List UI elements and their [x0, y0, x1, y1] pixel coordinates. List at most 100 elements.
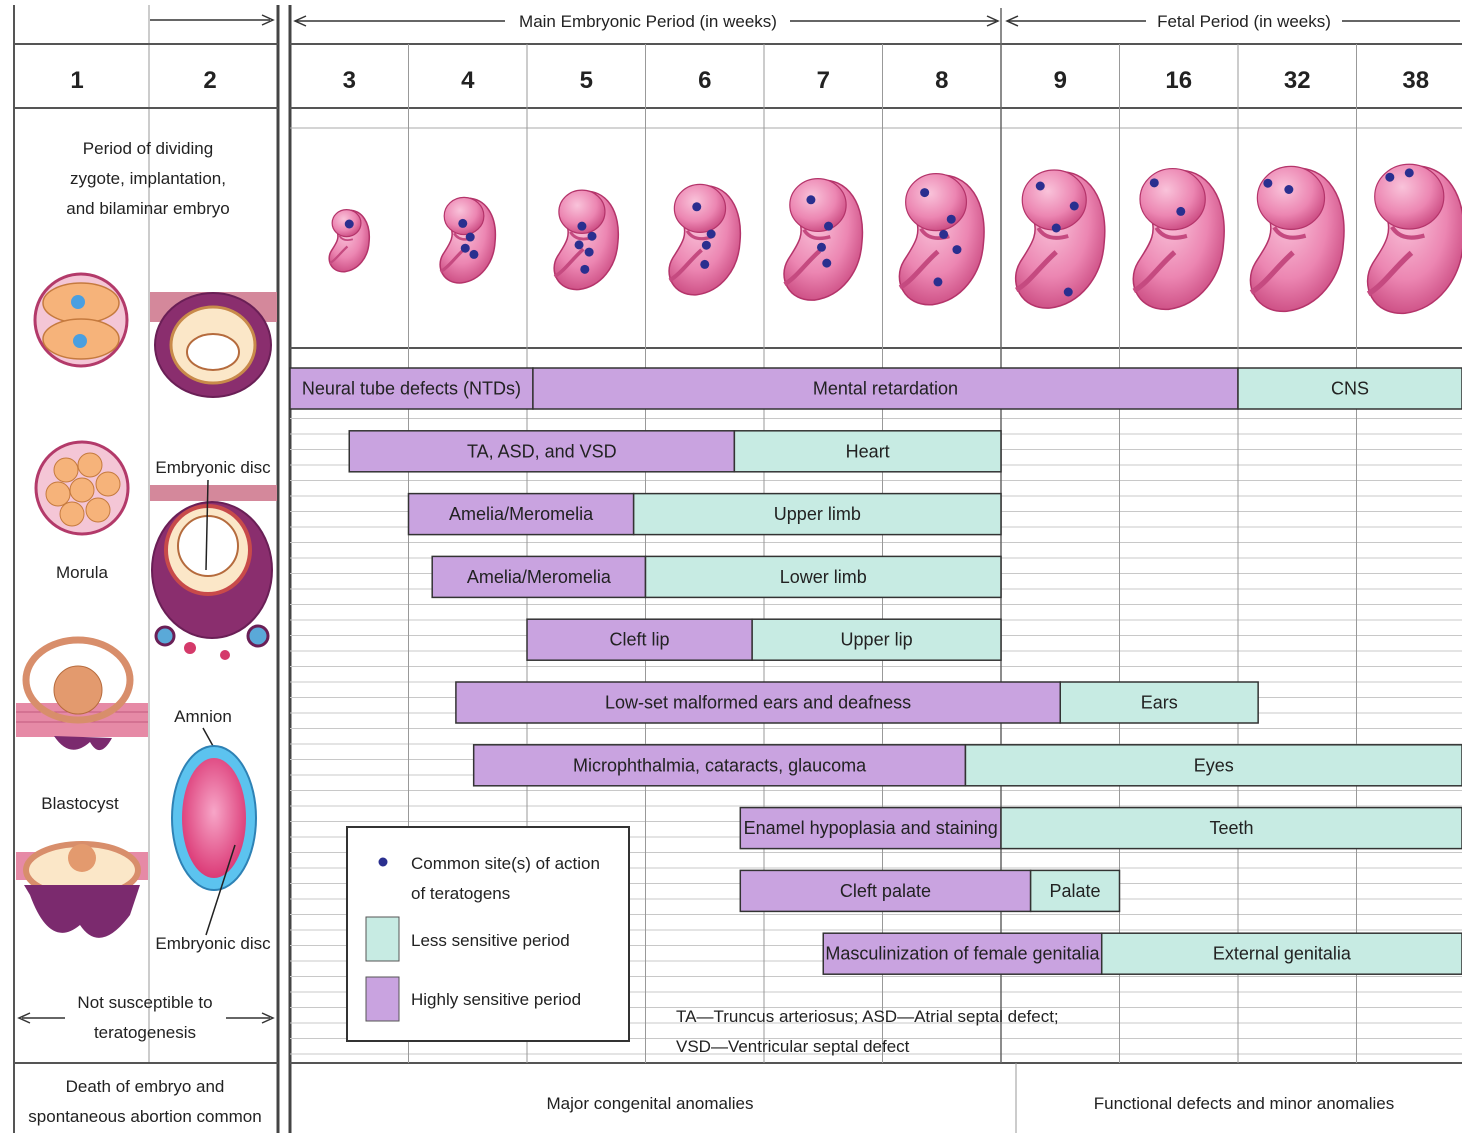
teratogen-site-dot — [1064, 288, 1073, 297]
embryo-week-3 — [329, 210, 369, 272]
embryo-week-16 — [1133, 169, 1224, 310]
teratogen-site-dot — [345, 220, 354, 229]
left-title-line-2: zygote, implantation, — [70, 169, 226, 188]
legend-site-line-2: of teratogens — [411, 884, 510, 903]
not-susceptible-line-2: teratogenesis — [94, 1023, 196, 1042]
legend-site-line-1: Common site(s) of action — [411, 854, 600, 873]
bar-label: Masculinization of female genitalia — [825, 944, 1100, 964]
bar-label: Teeth — [1209, 818, 1253, 838]
bar-label: CNS — [1331, 379, 1369, 399]
week-label-1: 1 — [70, 67, 83, 94]
implanting-blastocyst-illustration — [16, 640, 148, 750]
bar-label: Low-set malformed ears and deafness — [605, 693, 911, 713]
teratogen-site-dot — [1176, 207, 1185, 216]
left-title-line-1: Period of dividing — [83, 139, 213, 158]
left-panel: 1 2 Period of dividing zygote, implantat… — [14, 5, 278, 1133]
week-label-38: 38 — [1402, 67, 1429, 94]
amnion-label: Amnion — [174, 707, 232, 726]
embryo-week-32 — [1250, 166, 1344, 311]
teratogen-site-dot — [575, 240, 584, 249]
teratogen-site-dot — [822, 259, 831, 268]
week-label-32: 32 — [1284, 67, 1311, 94]
amnion-illustration — [172, 728, 256, 935]
teratogen-site-dot — [466, 233, 475, 242]
footer-functional-defects: Functional defects and minor anomalies — [1094, 1094, 1395, 1113]
week-label-6: 6 — [698, 67, 711, 94]
fetal-period-header: Fetal Period (in weeks) — [1007, 12, 1460, 31]
teratogen-site-dot — [585, 248, 594, 257]
teratogen-site-dot — [1284, 185, 1293, 194]
main-period-header: Main Embryonic Period (in weeks) — [295, 12, 998, 31]
embryonic-disc-label-bottom: Embryonic disc — [155, 934, 271, 953]
legend: Common site(s) of action of teratogens L… — [347, 827, 629, 1041]
embryo-week-4 — [440, 197, 495, 283]
week-label-2: 2 — [203, 67, 216, 94]
legend-high-swatch — [366, 977, 399, 1021]
teratogen-site-dot — [1150, 178, 1159, 187]
week-label-3: 3 — [343, 67, 356, 94]
bar-label: Ears — [1141, 693, 1178, 713]
teratogen-site-dot — [817, 243, 826, 252]
embryo-week-6 — [669, 184, 740, 294]
teratogen-site-dot — [1263, 179, 1272, 188]
week-label-8: 8 — [935, 67, 948, 94]
death-note-line-1: Death of embryo and — [66, 1077, 225, 1096]
embryo-week-5 — [554, 190, 618, 289]
teratogen-site-dot — [577, 222, 586, 231]
teratogen-site-dot — [1405, 168, 1414, 177]
teratogen-site-dot — [1070, 202, 1079, 211]
teratogen-site-dot — [939, 230, 948, 239]
legend-less-label: Less sensitive period — [411, 931, 570, 950]
legend-high-label: Highly sensitive period — [411, 990, 581, 1009]
bar-label: Microphthalmia, cataracts, glaucoma — [573, 755, 867, 775]
embryo-week-7 — [784, 179, 862, 301]
bar-label: Enamel hypoplasia and staining — [744, 818, 998, 838]
blastocyst-label: Blastocyst — [41, 794, 119, 813]
morula-label: Morula — [56, 563, 109, 582]
bar-label: Eyes — [1194, 755, 1234, 775]
bar-label: Heart — [846, 441, 890, 461]
death-note-line-2: spontaneous abortion common — [28, 1107, 261, 1126]
embryo-illustrations — [329, 164, 1462, 313]
teratogen-site-dot — [588, 232, 597, 241]
bar-label: Cleft palate — [840, 881, 931, 901]
week-label-4: 4 — [461, 67, 475, 94]
teratogen-site-dot — [700, 260, 709, 269]
week-label-9: 9 — [1054, 67, 1067, 94]
teratogen-site-dot — [580, 265, 589, 274]
bar-label: Lower limb — [780, 567, 867, 587]
footer-major-anomalies: Major congenital anomalies — [547, 1094, 754, 1113]
left-title-line-3: and bilaminar embryo — [66, 199, 229, 218]
bilaminar-embryo-illustration-1 — [150, 292, 277, 397]
teratogen-site-dot — [1385, 173, 1394, 182]
week-label-16: 16 — [1165, 67, 1192, 94]
teratogen-site-dot — [824, 222, 833, 231]
embryo-week-38 — [1368, 164, 1462, 313]
embryo-week-8 — [899, 174, 984, 305]
abbreviations-line-2: VSD—Ventricular septal defect — [676, 1037, 910, 1056]
fetal-period-label: Fetal Period (in weeks) — [1157, 12, 1331, 31]
bar-label: Palate — [1050, 881, 1101, 901]
bar-label: Amelia/Meromelia — [449, 504, 594, 524]
morula-illustration — [36, 442, 128, 534]
week-label-5: 5 — [580, 67, 593, 94]
teratogen-site-dot — [806, 195, 815, 204]
teratogen-site-dot — [933, 277, 942, 286]
blastocyst-illustration — [16, 844, 148, 938]
zygote-illustration — [35, 274, 127, 366]
teratogen-site-dot — [692, 202, 701, 211]
bar-label: TA, ASD, and VSD — [467, 441, 617, 461]
teratogen-site-dot — [458, 219, 467, 228]
teratogen-site-dot — [920, 188, 929, 197]
bar-label: Amelia/Meromelia — [467, 567, 612, 587]
teratogen-site-dot — [702, 241, 711, 250]
teratogen-site-dot — [469, 250, 478, 259]
timeline-panel: Main Embryonic Period (in weeks) Fetal P… — [290, 5, 1462, 1133]
abbreviations-line-1: TA—Truncus arteriosus; ASD—Atrial septal… — [676, 1007, 1059, 1026]
bar-label: Cleft lip — [610, 630, 670, 650]
teratogen-site-dot — [707, 230, 716, 239]
teratogen-site-dot — [947, 215, 956, 224]
teratogen-site-dot — [1052, 224, 1061, 233]
